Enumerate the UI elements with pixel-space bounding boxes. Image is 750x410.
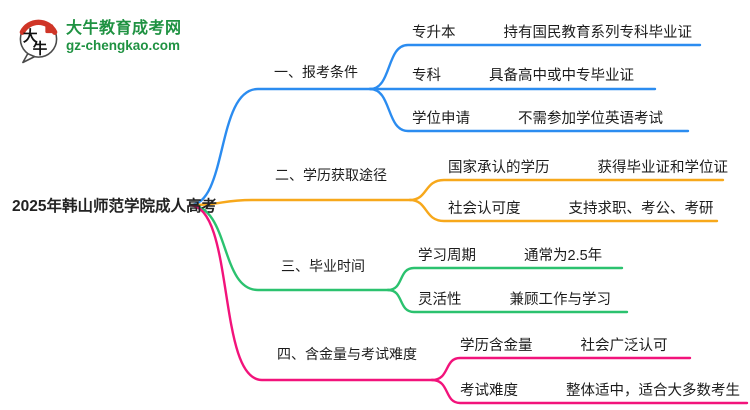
branch2-lines [188,178,725,223]
node-label: 灵活性 [418,292,462,308]
branch-label-1: 一、报考条件 [274,64,358,80]
node-label: 考试难度 [460,383,518,399]
logo-title: 大牛教育成考网 [66,20,182,37]
daniu-speech-bubble-icon: 大 牛 [19,19,58,64]
node-desc: 具备高中或中专毕业证 [489,68,634,84]
node-label: 专科 [412,68,441,84]
node-row: 社会认可度 支持求职、考公、考研 [442,199,714,219]
svg-text:牛: 牛 [33,40,48,58]
branch3-lines [188,203,629,314]
root-node: 2025年韩山师范学院成人高考 [12,198,217,215]
branch-label-3: 三、毕业时间 [281,258,365,274]
node-label: 社会认可度 [448,201,521,217]
node-label: 专升本 [412,25,456,41]
node-label: 学习周期 [418,248,476,264]
node-desc: 整体适中，适合大多数考生 [566,383,740,399]
node-desc: 兼顾工作与学习 [509,292,612,308]
logo-text: 大牛教育成考网 gz-chengkao.com [66,19,182,54]
svg-text:大: 大 [23,27,38,45]
node-row: 学历含金量 社会广泛认可 [454,336,668,356]
logo-url: gz-chengkao.com [66,38,181,53]
node-desc: 不需参加学位英语考试 [518,111,663,127]
node-desc: 持有国民教育系列专科毕业证 [503,25,693,41]
node-row: 考试难度 整体适中，适合大多数考生 [454,381,740,401]
node-desc: 支持求职、考公、考研 [568,201,714,217]
node-row: 专升本 持有国民教育系列专科毕业证 [406,23,692,43]
seal-stamp-icon [45,24,54,34]
node-label: 国家承认的学历 [448,160,550,176]
site-logo: 大 牛 大牛教育成考网 gz-chengkao.com [16,16,182,64]
node-row: 学习周期 通常为2.5年 [412,246,602,266]
node-label: 学历含金量 [460,338,533,354]
node-desc: 获得毕业证和学位证 [597,160,729,176]
branch1-lines [188,43,702,207]
node-desc: 社会广泛认可 [580,338,668,354]
node-row: 国家承认的学历 获得毕业证和学位证 [442,158,728,178]
node-desc: 通常为2.5年 [524,248,603,264]
node-row: 专科 具备高中或中专毕业证 [406,66,634,86]
node-label: 学位申请 [412,111,470,127]
node-row: 灵活性 兼顾工作与学习 [412,290,611,310]
branch4-lines [188,203,749,405]
branch-label-2: 二、学历获取途径 [275,167,387,183]
branch-label-4: 四、含金量与考试难度 [277,346,417,362]
node-row: 学位申请 不需参加学位英语考试 [406,109,663,129]
